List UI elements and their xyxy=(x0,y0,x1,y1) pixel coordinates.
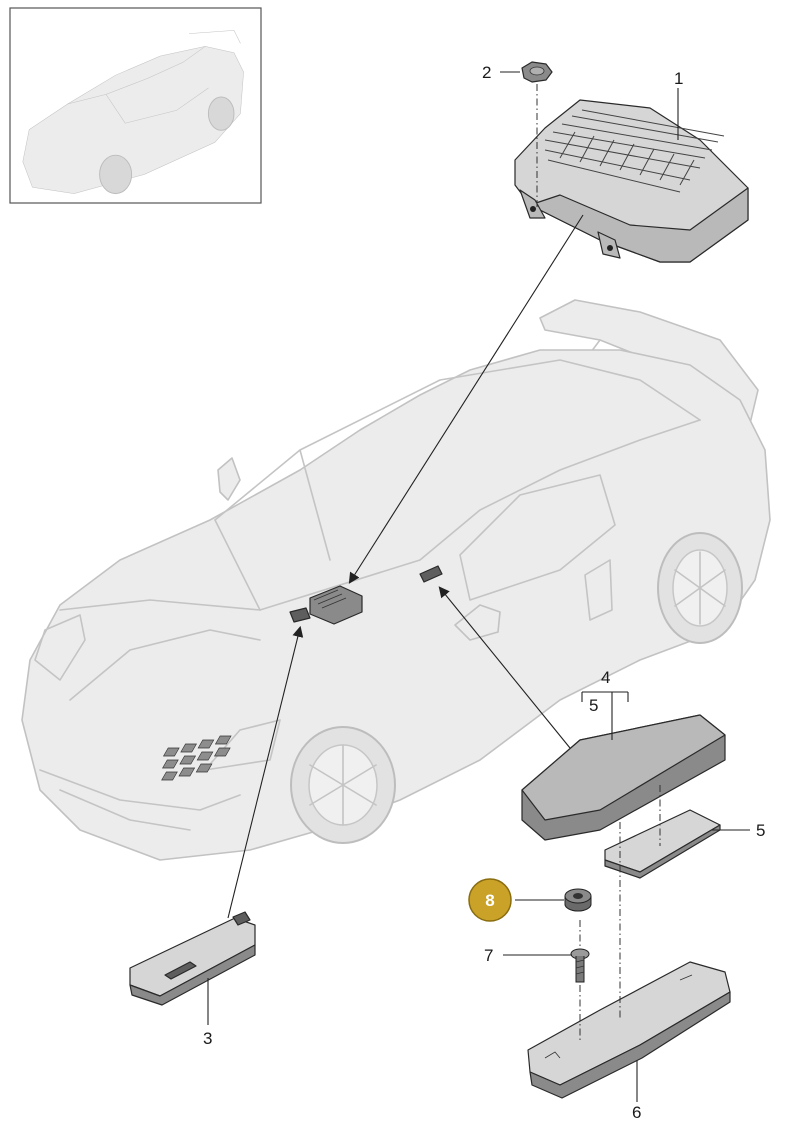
vehicle-body-ghost xyxy=(21,299,771,861)
callout-8: 8 xyxy=(485,891,494,910)
callout-5-right: 5 xyxy=(756,821,765,840)
callout-2: 2 xyxy=(482,63,491,82)
part-8-grommet[interactable] xyxy=(564,888,592,912)
part-1-control-unit[interactable] xyxy=(514,99,749,263)
antenna-right-installed[interactable] xyxy=(419,565,443,583)
callout-8-highlight-badge[interactable]: 8 xyxy=(468,878,512,922)
part-4-remote-housing[interactable] xyxy=(161,714,726,841)
callout-6: 6 xyxy=(632,1103,641,1122)
callout-3: 3 xyxy=(203,1029,212,1048)
callout-5-top: 5 xyxy=(589,696,598,715)
callout-7: 7 xyxy=(484,946,493,965)
antenna-left-installed[interactable] xyxy=(289,607,311,623)
part-7-screw[interactable] xyxy=(570,948,590,983)
alignment-lines xyxy=(536,84,661,1040)
leader-arrows xyxy=(227,214,584,919)
callout-4: 4 xyxy=(601,668,610,687)
callout-leaders xyxy=(207,71,750,1102)
part-6-base-tray[interactable] xyxy=(527,961,731,1099)
part-3-antenna-module[interactable] xyxy=(129,911,256,1006)
part-5-cover-plate[interactable] xyxy=(604,809,721,879)
part-2-nut[interactable] xyxy=(521,61,553,83)
control-unit-installed[interactable] xyxy=(309,585,363,625)
callout-1: 1 xyxy=(674,69,683,88)
vehicle-thumbnail[interactable] xyxy=(9,7,262,204)
